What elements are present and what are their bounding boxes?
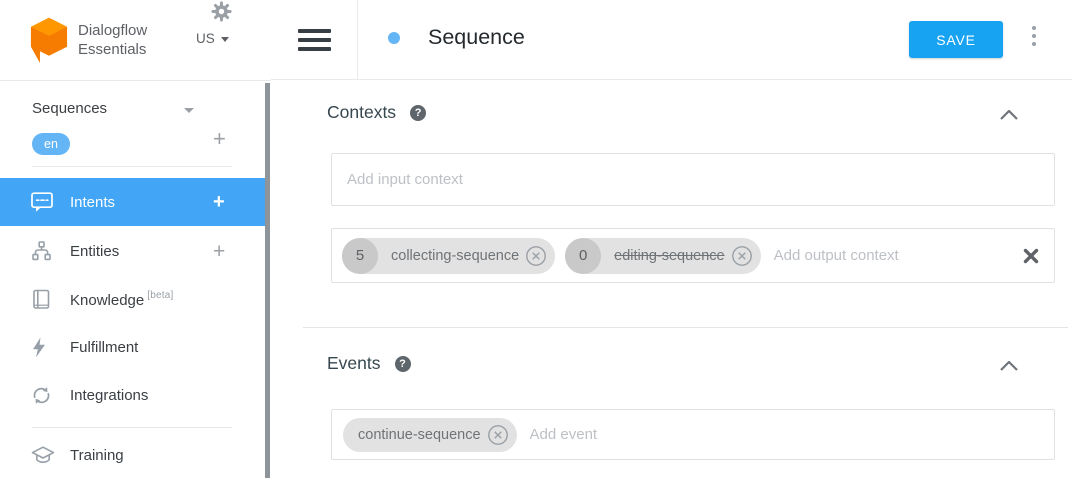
chevron-down-icon	[184, 108, 194, 113]
language-label: en	[44, 137, 58, 151]
event-chip-label: continue-sequence	[358, 426, 481, 443]
sidebar-item-fulfillment[interactable]: Fulfillment	[0, 324, 265, 370]
events-field[interactable]: continue-sequence	[331, 409, 1055, 460]
input-context-field[interactable]	[331, 153, 1055, 206]
header-divider	[357, 0, 358, 79]
sidebar-item-intents[interactable]: Intents +	[0, 178, 265, 226]
region-selector[interactable]: US	[196, 31, 229, 46]
help-icon[interactable]: ?	[394, 355, 411, 372]
dialogflow-logo-icon	[27, 16, 71, 68]
event-chip[interactable]: continue-sequence	[343, 417, 517, 452]
book-icon	[31, 289, 55, 310]
context-chip-label: collecting-sequence	[391, 247, 520, 264]
clear-contexts-icon[interactable]	[1023, 248, 1039, 264]
add-event-input[interactable]	[529, 426, 1054, 443]
remove-context-icon[interactable]	[525, 245, 547, 267]
input-context-input[interactable]	[347, 171, 1054, 188]
sidebar-item-label: Knowledge[beta]	[70, 289, 174, 309]
remove-context-icon[interactable]	[731, 245, 753, 267]
agent-name: Sequences	[32, 100, 108, 117]
events-section-header: Events ?	[327, 353, 411, 374]
add-intent-button[interactable]: +	[213, 191, 225, 213]
intent-status-dot	[388, 32, 400, 44]
output-context-chip[interactable]: 5 collecting-sequence	[342, 237, 556, 274]
brand-line-product: Dialogflow	[78, 22, 148, 39]
brand-line-edition: Essentials	[78, 41, 147, 58]
output-context-chip[interactable]: 0 editing-sequence	[565, 237, 761, 274]
context-lifespan-badge: 5	[342, 237, 378, 274]
language-chip[interactable]: en	[32, 133, 70, 155]
chat-bubble-icon	[31, 191, 55, 213]
page-title: Sequence	[428, 25, 525, 49]
sidebar-item-label: Fulfillment	[70, 338, 139, 356]
sidebar-divider	[32, 166, 232, 167]
output-context-input[interactable]	[773, 247, 1023, 264]
sidebar-scrollbar[interactable]	[265, 83, 270, 478]
events-title: Events	[327, 353, 381, 373]
collapse-events-chevron-up-icon[interactable]	[1000, 358, 1018, 376]
context-lifespan-badge: 0	[565, 237, 602, 274]
sidebar-item-entities[interactable]: Entities +	[0, 228, 265, 274]
sidebar-item-label: Integrations	[70, 386, 149, 404]
beta-badge: [beta]	[147, 289, 174, 301]
page-header: Sequence SAVE	[271, 0, 1072, 80]
output-context-field[interactable]: 5 collecting-sequence 0 editing-sequence	[331, 228, 1055, 283]
contexts-title: Contexts	[327, 102, 397, 122]
sidebar-item-label: Entities	[70, 242, 120, 260]
help-icon[interactable]: ?	[410, 104, 427, 121]
sidebar-item-knowledge[interactable]: Knowledge[beta]	[0, 276, 265, 322]
brand-name: Dialogflow Essentials	[78, 21, 147, 59]
add-language-button[interactable]: +	[213, 126, 226, 151]
sidebar-item-label: Intents	[70, 193, 116, 211]
collapse-contexts-chevron-up-icon[interactable]	[1000, 107, 1018, 125]
section-divider	[303, 327, 1068, 328]
add-entity-button[interactable]: +	[213, 239, 226, 263]
contexts-section-header: Contexts ?	[327, 102, 427, 123]
context-chip-label: editing-sequence	[614, 247, 725, 264]
sidebar-divider	[32, 427, 232, 428]
gear-icon[interactable]	[211, 1, 232, 27]
intent-editor: Contexts ? 5 collecting-sequence 0 editi…	[271, 80, 1072, 478]
save-button[interactable]: SAVE	[909, 21, 1003, 58]
entities-hub-icon	[31, 241, 55, 261]
remove-event-icon[interactable]	[487, 424, 509, 446]
more-options-icon[interactable]	[1028, 26, 1040, 50]
sidebar-item-integrations[interactable]: Integrations	[0, 372, 265, 418]
sidebar-item-label: Training	[70, 446, 124, 464]
agent-selector[interactable]: Sequences	[0, 97, 265, 123]
menu-icon[interactable]	[298, 29, 331, 51]
sidebar-top-divider	[0, 80, 271, 81]
sync-icon	[31, 385, 55, 406]
sidebar: Dialogflow Essentials US Sequences	[0, 0, 271, 478]
sidebar-item-training[interactable]: Training	[0, 432, 265, 478]
lightning-icon	[31, 337, 55, 358]
chevron-down-icon	[220, 37, 229, 42]
graduation-cap-icon	[31, 445, 55, 465]
region-label: US	[196, 31, 215, 46]
